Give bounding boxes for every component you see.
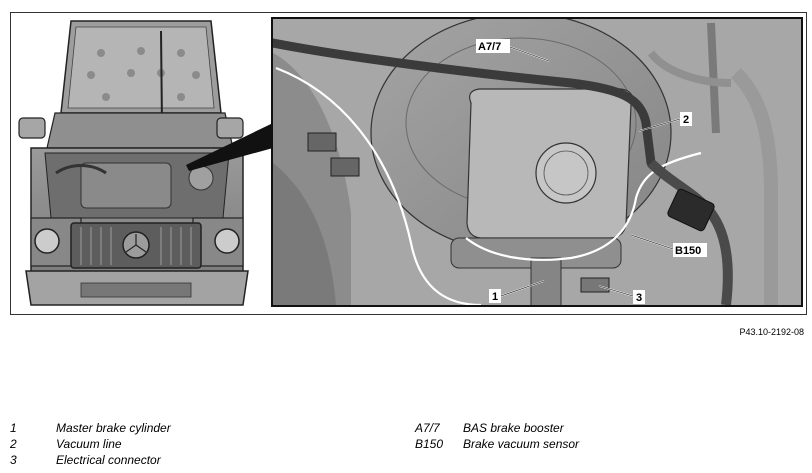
- legend-left: 1 Master brake cylinder 2 Vacuum line 3 …: [10, 420, 171, 468]
- legend-item: B150 Brake vacuum sensor: [415, 436, 579, 452]
- callout-2: 2: [683, 114, 689, 126]
- callouts: A7/7 2 B150 1 3: [476, 39, 707, 304]
- legend-text: Electrical connector: [56, 453, 161, 467]
- vehicle-overview: [18, 20, 249, 306]
- legend-item: 3 Electrical connector: [10, 452, 171, 468]
- callout-3-box: [633, 290, 645, 304]
- legend-key: 2: [10, 437, 17, 451]
- illustration-frame: A7/7 2 B150 1 3: [10, 12, 807, 315]
- legend-text: Master brake cylinder: [56, 421, 171, 435]
- diagram-svg: A7/7 2 B150 1 3: [18, 17, 803, 307]
- detail-pointer: [186, 123, 273, 171]
- vacuum-sensor-shape: [667, 188, 715, 232]
- legend-item: 1 Master brake cylinder: [10, 420, 171, 436]
- figure-code: P43.10-2192-08: [739, 327, 804, 337]
- callout-a77-box: [476, 39, 510, 53]
- legend-key: A7/7: [415, 421, 440, 435]
- callout-1: 1: [492, 291, 498, 303]
- callout-2-box: [680, 112, 692, 126]
- vacuum-line-shape: [273, 38, 656, 168]
- legend-item: A7/7 BAS brake booster: [415, 420, 579, 436]
- legend-text: Vacuum line: [56, 437, 122, 451]
- callout-b150: B150: [675, 245, 701, 257]
- legend-key: 3: [10, 453, 17, 467]
- legend-key: 1: [10, 421, 17, 435]
- legend-text: Brake vacuum sensor: [463, 437, 580, 451]
- callout-a77: A7/7: [478, 41, 501, 53]
- callout-b150-box: [673, 243, 707, 257]
- callout-1-box: [489, 289, 501, 303]
- legend-text: BAS brake booster: [463, 421, 564, 435]
- callout-3: 3: [636, 292, 642, 304]
- detail-view: [271, 17, 803, 307]
- legend-key: B150: [415, 437, 444, 451]
- legend-item: 2 Vacuum line: [10, 436, 171, 452]
- legend-right: A7/7 BAS brake booster B150 Brake vacuum…: [415, 420, 579, 452]
